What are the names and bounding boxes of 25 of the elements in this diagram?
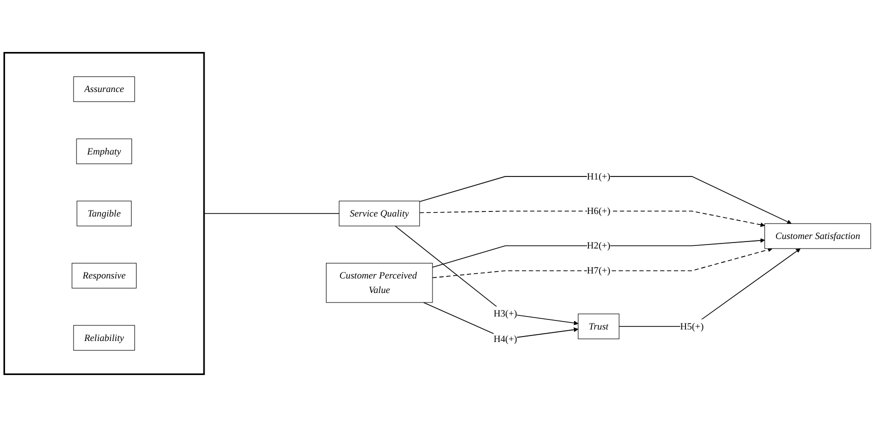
node-box: Tangible <box>76 200 132 226</box>
node-box: Responsive <box>72 262 137 288</box>
connector <box>204 213 340 214</box>
edge-label: H7(+) <box>586 265 610 276</box>
arrow <box>419 176 792 224</box>
node-box: Customer Perceived Value <box>326 262 433 303</box>
node-box: Trust <box>578 314 620 340</box>
node-box: Customer Satisfaction <box>764 223 872 249</box>
arrow <box>419 210 765 228</box>
node-box: Emphaty <box>76 138 132 164</box>
arrow <box>394 226 578 326</box>
edge-label: H6(+) <box>586 206 610 216</box>
edge-label: H4(+) <box>494 333 518 344</box>
cluster <box>3 52 205 376</box>
edge-label: H1(+) <box>586 170 610 182</box>
edge-label: H3(+) <box>494 308 518 319</box>
arrow <box>432 238 765 268</box>
arrow <box>432 247 773 278</box>
node-box: Reliability <box>73 325 135 351</box>
edge-label: H2(+) <box>586 240 610 251</box>
node-box: Assurance <box>73 76 135 102</box>
edge-label: H5(+) <box>680 320 704 332</box>
node-box: Service Quality <box>338 200 420 226</box>
arrow <box>423 302 578 340</box>
arrow <box>618 248 801 327</box>
